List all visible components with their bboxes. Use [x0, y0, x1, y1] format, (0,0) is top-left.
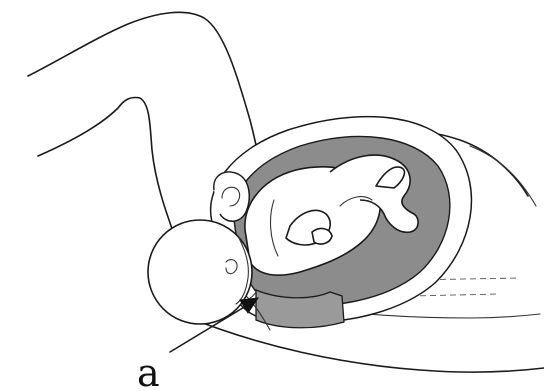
fetus-head — [148, 220, 252, 324]
fetus-hand — [312, 229, 332, 244]
label-a: a — [137, 351, 160, 391]
